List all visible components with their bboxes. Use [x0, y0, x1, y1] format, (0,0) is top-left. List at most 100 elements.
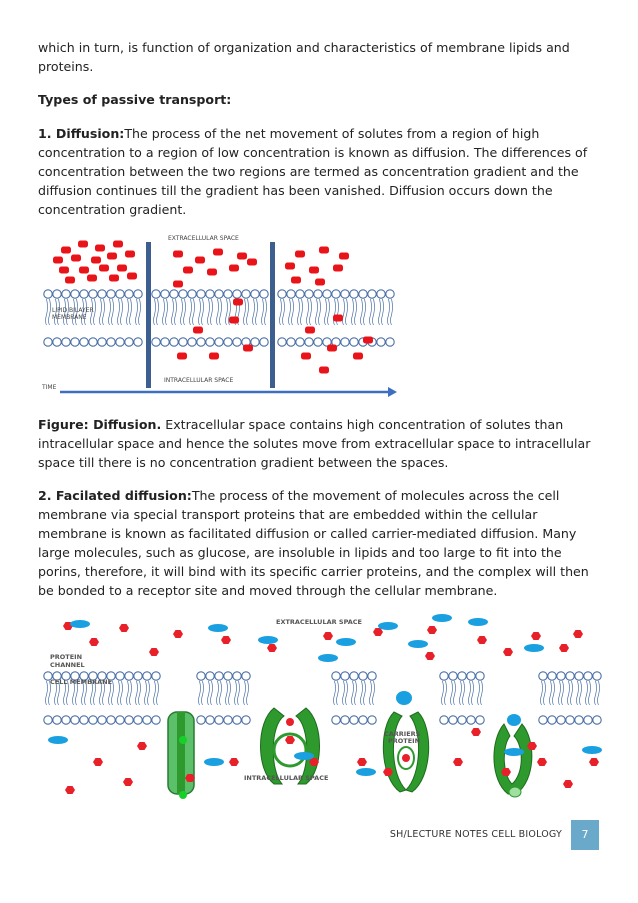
solute-particle — [237, 252, 247, 260]
lipid-head — [367, 715, 377, 725]
intro-text: which in turn, is function of organizati… — [38, 40, 570, 74]
lipid-tail — [246, 680, 249, 706]
lipid-tail — [369, 680, 372, 706]
lipid-head — [457, 671, 467, 681]
figure-title: Figure: Diffusion. — [38, 417, 162, 432]
figure-caption: Figure: Diffusion. Extracellular space c… — [38, 415, 604, 472]
lipid-head — [160, 289, 170, 299]
lipid-tail — [351, 298, 354, 326]
lipid-tail — [153, 680, 156, 706]
lipid-head — [592, 715, 602, 725]
solute-particle — [65, 276, 75, 284]
solute-particle — [295, 250, 305, 258]
lipid-head — [277, 289, 287, 299]
solute-particle — [183, 266, 193, 274]
solute-particle — [193, 326, 203, 334]
lipid-tail — [93, 680, 96, 706]
lipid-tail — [372, 680, 375, 706]
time-arrow-head — [388, 387, 397, 397]
lipid-head — [241, 715, 251, 725]
lipid-bilayer — [43, 289, 395, 347]
lipid-head — [385, 337, 395, 347]
blue-molecule — [524, 644, 544, 652]
lipid-head — [295, 337, 305, 347]
solute-particle — [59, 266, 69, 274]
solute-particle — [195, 256, 205, 264]
lipid-tail — [570, 680, 573, 706]
lipid-head — [538, 671, 548, 681]
lipid-tail — [207, 680, 210, 706]
lipid-tail — [210, 298, 213, 326]
lipid-tail — [138, 680, 141, 706]
solute-particle — [363, 336, 373, 344]
lipid-head — [448, 671, 458, 681]
lipid-head — [358, 715, 368, 725]
lipid-head — [295, 289, 305, 299]
lipid-tail — [48, 298, 51, 326]
lipid-tail — [117, 680, 120, 706]
lipid-tail — [216, 298, 219, 326]
lipid-head — [79, 715, 89, 725]
lipid-tail — [381, 298, 384, 326]
diffusion-paragraph: 1. Diffusion:The process of the net move… — [38, 124, 604, 219]
lipid-head — [565, 715, 575, 725]
lipid-head — [322, 289, 332, 299]
lipid-head — [538, 715, 548, 725]
lipid-tail — [126, 680, 129, 706]
lipid-head — [205, 715, 215, 725]
lipid-tail — [315, 298, 318, 326]
blue-molecule — [294, 752, 314, 760]
lipid-head — [223, 289, 233, 299]
lipid-tail — [165, 298, 168, 326]
lipid-head — [97, 289, 107, 299]
lipid-head — [313, 289, 323, 299]
solute-particle — [353, 352, 363, 360]
solute-particle — [333, 264, 343, 272]
solute-particle — [213, 248, 223, 256]
lipid-head — [124, 289, 134, 299]
lipid-tail — [225, 298, 228, 326]
solute-particle — [305, 326, 315, 334]
lipid-tail — [54, 298, 57, 326]
lipid-head — [43, 289, 53, 299]
lipid-tail — [297, 298, 300, 326]
lipid-tail — [72, 680, 75, 706]
solute-particle — [113, 240, 123, 248]
lipid-head — [214, 289, 224, 299]
lipid-head — [385, 289, 395, 299]
blue-molecule — [378, 622, 398, 630]
lipid-head — [367, 289, 377, 299]
lipid-head — [61, 715, 71, 725]
lipid-head — [133, 671, 143, 681]
lipid-head — [88, 337, 98, 347]
lipid-head — [547, 671, 557, 681]
solute-particle — [109, 274, 119, 282]
diffusion-figure: EXTRACELLULAR SPACE LIPID BILAYER MEMBRA… — [41, 235, 397, 397]
lipid-tail — [198, 680, 201, 706]
lipid-tail — [54, 680, 57, 706]
lipid-tail — [576, 680, 579, 706]
solute-particle — [209, 352, 219, 360]
lipid-head — [115, 289, 125, 299]
facilitated-paragraph: 2. Facilated diffusion:The process of th… — [38, 486, 604, 600]
lipid-tail — [336, 680, 339, 706]
extracellular-label: EXTRACELLULAR SPACE — [276, 618, 362, 626]
red-molecule — [149, 648, 159, 656]
lipid-head — [115, 337, 125, 347]
blue-molecule — [507, 714, 521, 726]
red-molecule — [559, 644, 569, 652]
lipid-head — [331, 715, 341, 725]
lipid-tail — [75, 298, 78, 326]
red-molecule — [137, 742, 147, 750]
lipid-tail — [552, 680, 555, 706]
intracellular-label: INTRACELLULAR SPACE — [244, 774, 328, 782]
lipid-tail — [99, 298, 102, 326]
lipid-head — [70, 337, 80, 347]
blue-molecule — [258, 636, 278, 644]
lipid-tail — [93, 298, 96, 326]
solute-particle — [315, 278, 325, 286]
lipid-tail — [111, 298, 114, 326]
red-molecule — [427, 626, 437, 634]
lipid-head — [304, 289, 314, 299]
lipid-tail — [111, 680, 114, 706]
